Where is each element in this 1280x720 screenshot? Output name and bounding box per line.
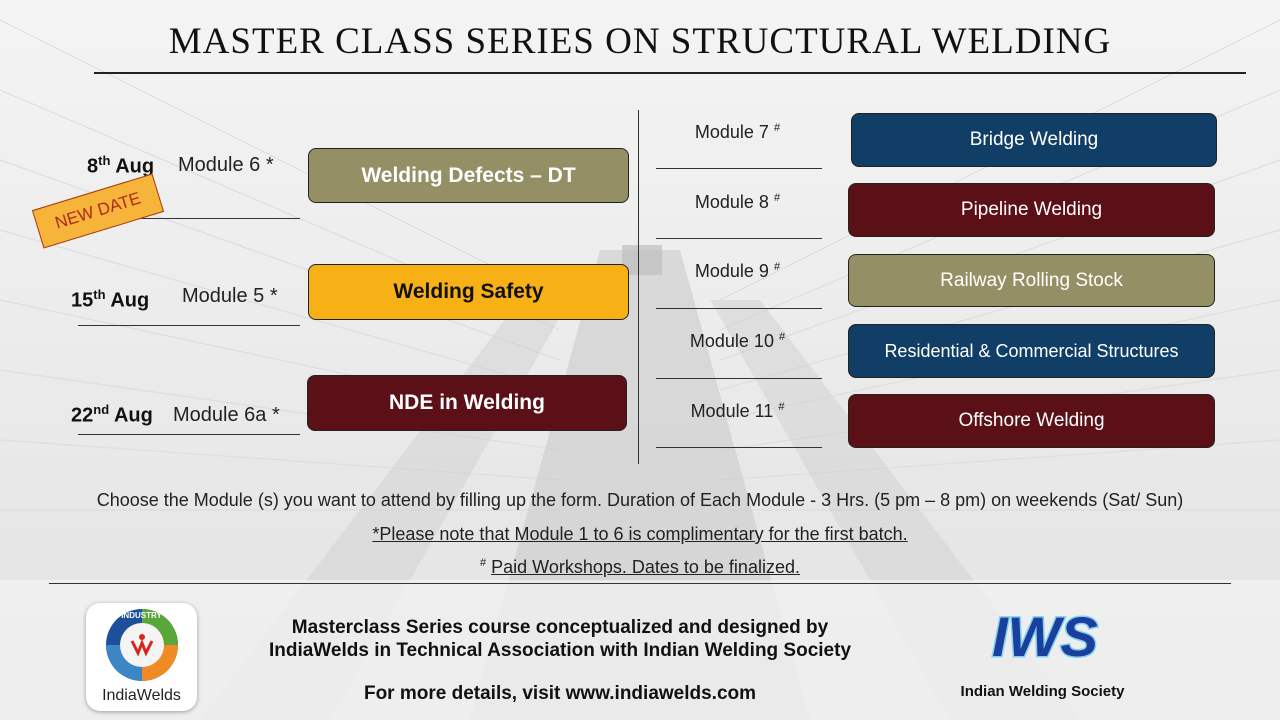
indiawelds-ring-text: INDUSTRY [121, 611, 162, 620]
module-label: Module 9 # [694, 261, 781, 281]
module-label: Module 8 # [694, 192, 781, 212]
footer-divider [49, 583, 1231, 584]
module-topic-button[interactable]: Offshore Welding [848, 394, 1215, 448]
paid-workshops-note: # Paid Workshops. Dates to be finalized. [0, 557, 1280, 578]
module-label: Module 10 # [689, 331, 786, 351]
separator-line [78, 434, 300, 435]
module-topic-button[interactable]: Railway Rolling Stock [848, 254, 1215, 307]
footer-website[interactable]: For more details, visit www.indiawelds.c… [363, 683, 757, 704]
iws-logo: IWS [955, 604, 1135, 670]
separator-line [656, 447, 822, 448]
module-topic-button[interactable]: Residential & Commercial Structures [848, 324, 1215, 378]
session-date: 8th Aug [87, 153, 155, 178]
module-label: Module 5 * [182, 285, 278, 307]
separator-line [78, 325, 300, 326]
iws-mark-text: IWS [992, 605, 1098, 666]
indiawelds-name: IndiaWelds [102, 687, 181, 704]
paid-workshops-text: Paid Workshops. Dates to be finalized. [491, 557, 800, 577]
footer-line-1: Masterclass Series course conceptualized… [291, 617, 829, 638]
indiawelds-logo: INDUSTRY IndiaWelds [86, 603, 197, 711]
separator-line [656, 168, 822, 169]
session-date: 15th Aug [71, 287, 150, 312]
iws-name: Indian Welding Society [960, 683, 1125, 700]
module-label: Module 7 # [694, 122, 781, 142]
separator-line [140, 218, 300, 219]
page-title: MASTER CLASS SERIES ON STRUCTURAL WELDIN… [168, 21, 1112, 62]
module-label: Module 11 # [690, 401, 785, 421]
module-topic-button[interactable]: Pipeline Welding [848, 183, 1215, 237]
iws-mark-icon: IWS [991, 604, 1100, 670]
footer-line-2: IndiaWelds in Technical Association with… [268, 640, 852, 661]
instructions-text: Choose the Module (s) you want to attend… [96, 490, 1184, 510]
module-label: Module 6 * [178, 154, 274, 176]
session-date: 22nd Aug [71, 402, 153, 427]
module-label: Module 6a * [173, 404, 280, 426]
separator-line [656, 238, 822, 239]
module-topic-button[interactable]: NDE in Welding [307, 375, 627, 431]
module-topic-button[interactable]: Bridge Welding [851, 113, 1217, 167]
column-divider [638, 110, 639, 464]
separator-line [656, 308, 822, 309]
hash-marker: # [480, 557, 487, 569]
module-topic-button[interactable]: Welding Defects – DT [308, 148, 629, 203]
separator-line [656, 378, 822, 379]
title-underline [94, 72, 1246, 74]
indiawelds-emblem-icon [106, 609, 178, 681]
module-topic-button[interactable]: Welding Safety [308, 264, 629, 320]
complimentary-note-text: *Please note that Module 1 to 6 is compl… [372, 524, 908, 544]
complimentary-note: *Please note that Module 1 to 6 is compl… [0, 524, 1280, 545]
